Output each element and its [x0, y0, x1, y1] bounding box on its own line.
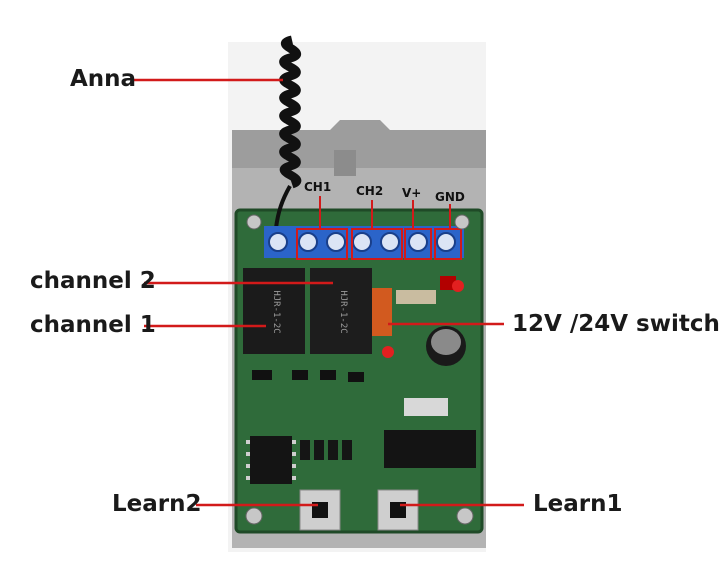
ic-left	[246, 436, 296, 484]
case-notch	[334, 150, 356, 176]
callout-channel2: channel 2	[30, 268, 156, 294]
capacitor	[382, 326, 466, 366]
label-ch1: CH1	[304, 180, 332, 194]
label-vplus: V+	[402, 186, 422, 200]
learn2-button	[299, 489, 341, 531]
voltage-jumper	[372, 288, 392, 336]
callout-lines	[132, 78, 524, 507]
learn1-button	[377, 489, 419, 531]
label-ch2: CH2	[356, 184, 384, 198]
svg-text:HJR-1-2C: HJR-1-2C	[271, 290, 281, 333]
svg-text:HJR-1-2C: HJR-1-2C	[338, 290, 348, 333]
callout-antenna: Anna	[70, 66, 137, 92]
callout-learn1: Learn1	[533, 491, 623, 517]
terminal-highlights	[296, 196, 462, 260]
ic-right	[384, 430, 476, 468]
red-led	[452, 280, 464, 292]
pcb-shade	[234, 208, 484, 534]
screws	[245, 214, 474, 525]
relay-channel-2: HJR-1-2C	[310, 268, 372, 354]
smd-components	[252, 370, 448, 416]
callout-switch: 12V /24V switch	[512, 311, 720, 337]
label-gnd: GND	[435, 190, 465, 204]
resistor-array	[300, 440, 352, 460]
callout-learn2: Learn2	[112, 491, 202, 517]
antenna-coil	[274, 35, 302, 229]
relay-channel-1: HJR-1-2C	[243, 268, 305, 354]
callout-channel1: channel 1	[30, 312, 156, 338]
